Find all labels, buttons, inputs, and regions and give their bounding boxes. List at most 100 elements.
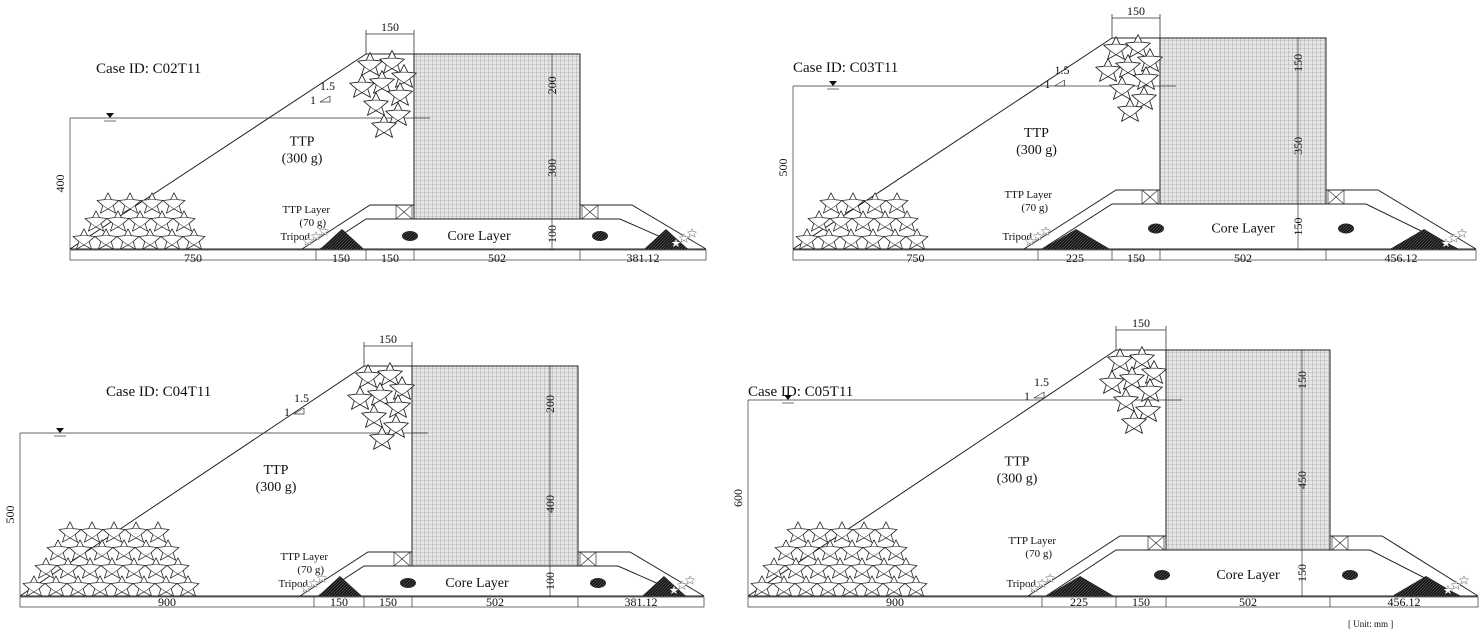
ttp-toe-unit <box>150 210 174 232</box>
ttp-toe-unit <box>166 557 190 579</box>
slope-vertical-label: 1 <box>284 405 290 419</box>
drain-pipe-icon <box>400 578 416 588</box>
tripod-label: Tripod <box>1006 578 1036 590</box>
ttp-toe-unit <box>772 575 796 597</box>
ttp-armor-unit <box>1137 378 1163 402</box>
drain-pipe-icon <box>1338 223 1354 234</box>
case-id-label: Case ID: C02T11 <box>96 61 201 77</box>
dimension-strip <box>19 596 705 608</box>
drain-pipe-icon <box>592 231 608 241</box>
wall-mid-dimension: 450 <box>1295 471 1309 489</box>
slope-triangle-icon <box>320 96 331 103</box>
ttp-toe-unit <box>162 192 186 214</box>
ttp-toe-unit <box>884 539 908 561</box>
ttp-toe-unit <box>873 210 897 232</box>
ttp-toe-unit <box>750 575 774 597</box>
ttp-toe-unit <box>852 521 876 543</box>
ttp-toe-unit <box>839 228 863 250</box>
slope-horizontal-label: 1.5 <box>320 79 335 93</box>
ttp-toe-unit <box>806 557 830 579</box>
ttp-toe-unit <box>46 539 70 561</box>
ttp-toe-unit <box>883 228 907 250</box>
ttp-label: TTP <box>264 463 289 478</box>
crest-box-cross <box>579 551 597 567</box>
tripod-toe-right <box>1392 576 1460 596</box>
ttp-weight-label: (300 g) <box>256 480 297 495</box>
ttp-small-unit <box>311 231 321 241</box>
ttp-small-unit <box>679 233 689 243</box>
ttp-layer-label: TTP Layer <box>282 204 330 216</box>
ttp-toe-unit <box>110 575 134 597</box>
ttp-armor-unit <box>369 70 395 94</box>
ttp-armor-unit <box>1103 36 1129 60</box>
tripod-label: Tripod <box>278 578 308 590</box>
ttp-toe-unit <box>22 575 46 597</box>
bottom-dimension-0: 900 <box>886 595 904 609</box>
ttp-small-unit <box>1041 226 1051 236</box>
crest-box-cross <box>1141 189 1159 205</box>
ttp-toe-unit <box>44 575 68 597</box>
ttp-armor-unit <box>1119 366 1145 390</box>
tripod-toe-left <box>320 229 364 249</box>
ttp-toe-unit <box>894 557 918 579</box>
ttp-toe-unit <box>132 575 156 597</box>
drain-pipe-icon <box>1154 570 1170 580</box>
dimension-strip <box>792 249 1477 261</box>
ttp-toe-unit <box>78 557 102 579</box>
ttp-toe-unit <box>863 192 887 214</box>
ttp-toe-unit <box>58 521 82 543</box>
ttp-toe-unit <box>116 228 140 250</box>
crest-box-cross <box>581 204 599 220</box>
tripod-label: Tripod <box>280 231 310 243</box>
tripod-toe-left <box>1046 576 1114 596</box>
ttp-armor-unit <box>1107 348 1133 372</box>
crest-box <box>1327 189 1345 205</box>
ttp-toe-unit <box>34 557 58 579</box>
ttp-layer-weight-label: (70 g) <box>1025 548 1052 560</box>
ttp-small-unit <box>1459 575 1469 585</box>
crest-box <box>1147 535 1165 551</box>
ttp-toe-unit <box>830 521 854 543</box>
ttp-toe-unit <box>861 228 885 250</box>
ttp-toe-unit <box>66 575 90 597</box>
ttp-layer-label: TTP Layer <box>1004 189 1052 201</box>
bottom-dimension-4: 456.12 <box>1385 251 1418 265</box>
crest-width-label: 150 <box>381 20 399 34</box>
slope-triangle-icon <box>1034 392 1045 399</box>
bottom-dimension-2: 150 <box>379 595 397 609</box>
ttp-toe-unit <box>807 210 831 232</box>
crest-box <box>1331 535 1349 551</box>
ttp-layer-label: TTP Layer <box>1008 535 1056 547</box>
ttp-small-unit <box>309 578 319 588</box>
bottom-dimension-2: 150 <box>1127 251 1145 265</box>
ttp-toe-unit <box>819 192 843 214</box>
wall-base-dimension: 100 <box>543 572 557 590</box>
drain-pipe-icon <box>1148 223 1164 234</box>
drain-pipe-icon <box>402 231 418 241</box>
ttp-toe-unit <box>817 228 841 250</box>
ttp-weight-label: (300 g) <box>282 152 323 167</box>
ttp-label: TTP <box>290 135 315 150</box>
unit-label: [ Unit: mm ] <box>1348 619 1393 629</box>
ttp-small-unit <box>1449 233 1459 243</box>
tripod-toe-left <box>1042 229 1110 249</box>
ttp-small-unit <box>1451 580 1461 590</box>
ttp-toe-unit <box>160 228 184 250</box>
crest-box-cross <box>1147 535 1165 551</box>
ttp-toe-unit <box>100 557 124 579</box>
slope-vertical-label: 1 <box>1045 77 1051 91</box>
bottom-dimension-0: 750 <box>184 251 202 265</box>
wall-mid-dimension: 350 <box>1291 137 1305 155</box>
ttp-armor-unit <box>367 382 393 406</box>
ttp-toe-unit <box>774 539 798 561</box>
bottom-dimension-0: 900 <box>158 595 176 609</box>
case-id-label: Case ID: C03T11 <box>793 60 898 76</box>
ttp-toe-unit <box>88 575 112 597</box>
ttp-toe-unit <box>122 557 146 579</box>
ttp-toe-unit <box>80 521 104 543</box>
ttp-toe-unit <box>829 210 853 232</box>
ttp-armor-unit <box>1115 54 1141 78</box>
crest-box-cross <box>393 551 411 567</box>
